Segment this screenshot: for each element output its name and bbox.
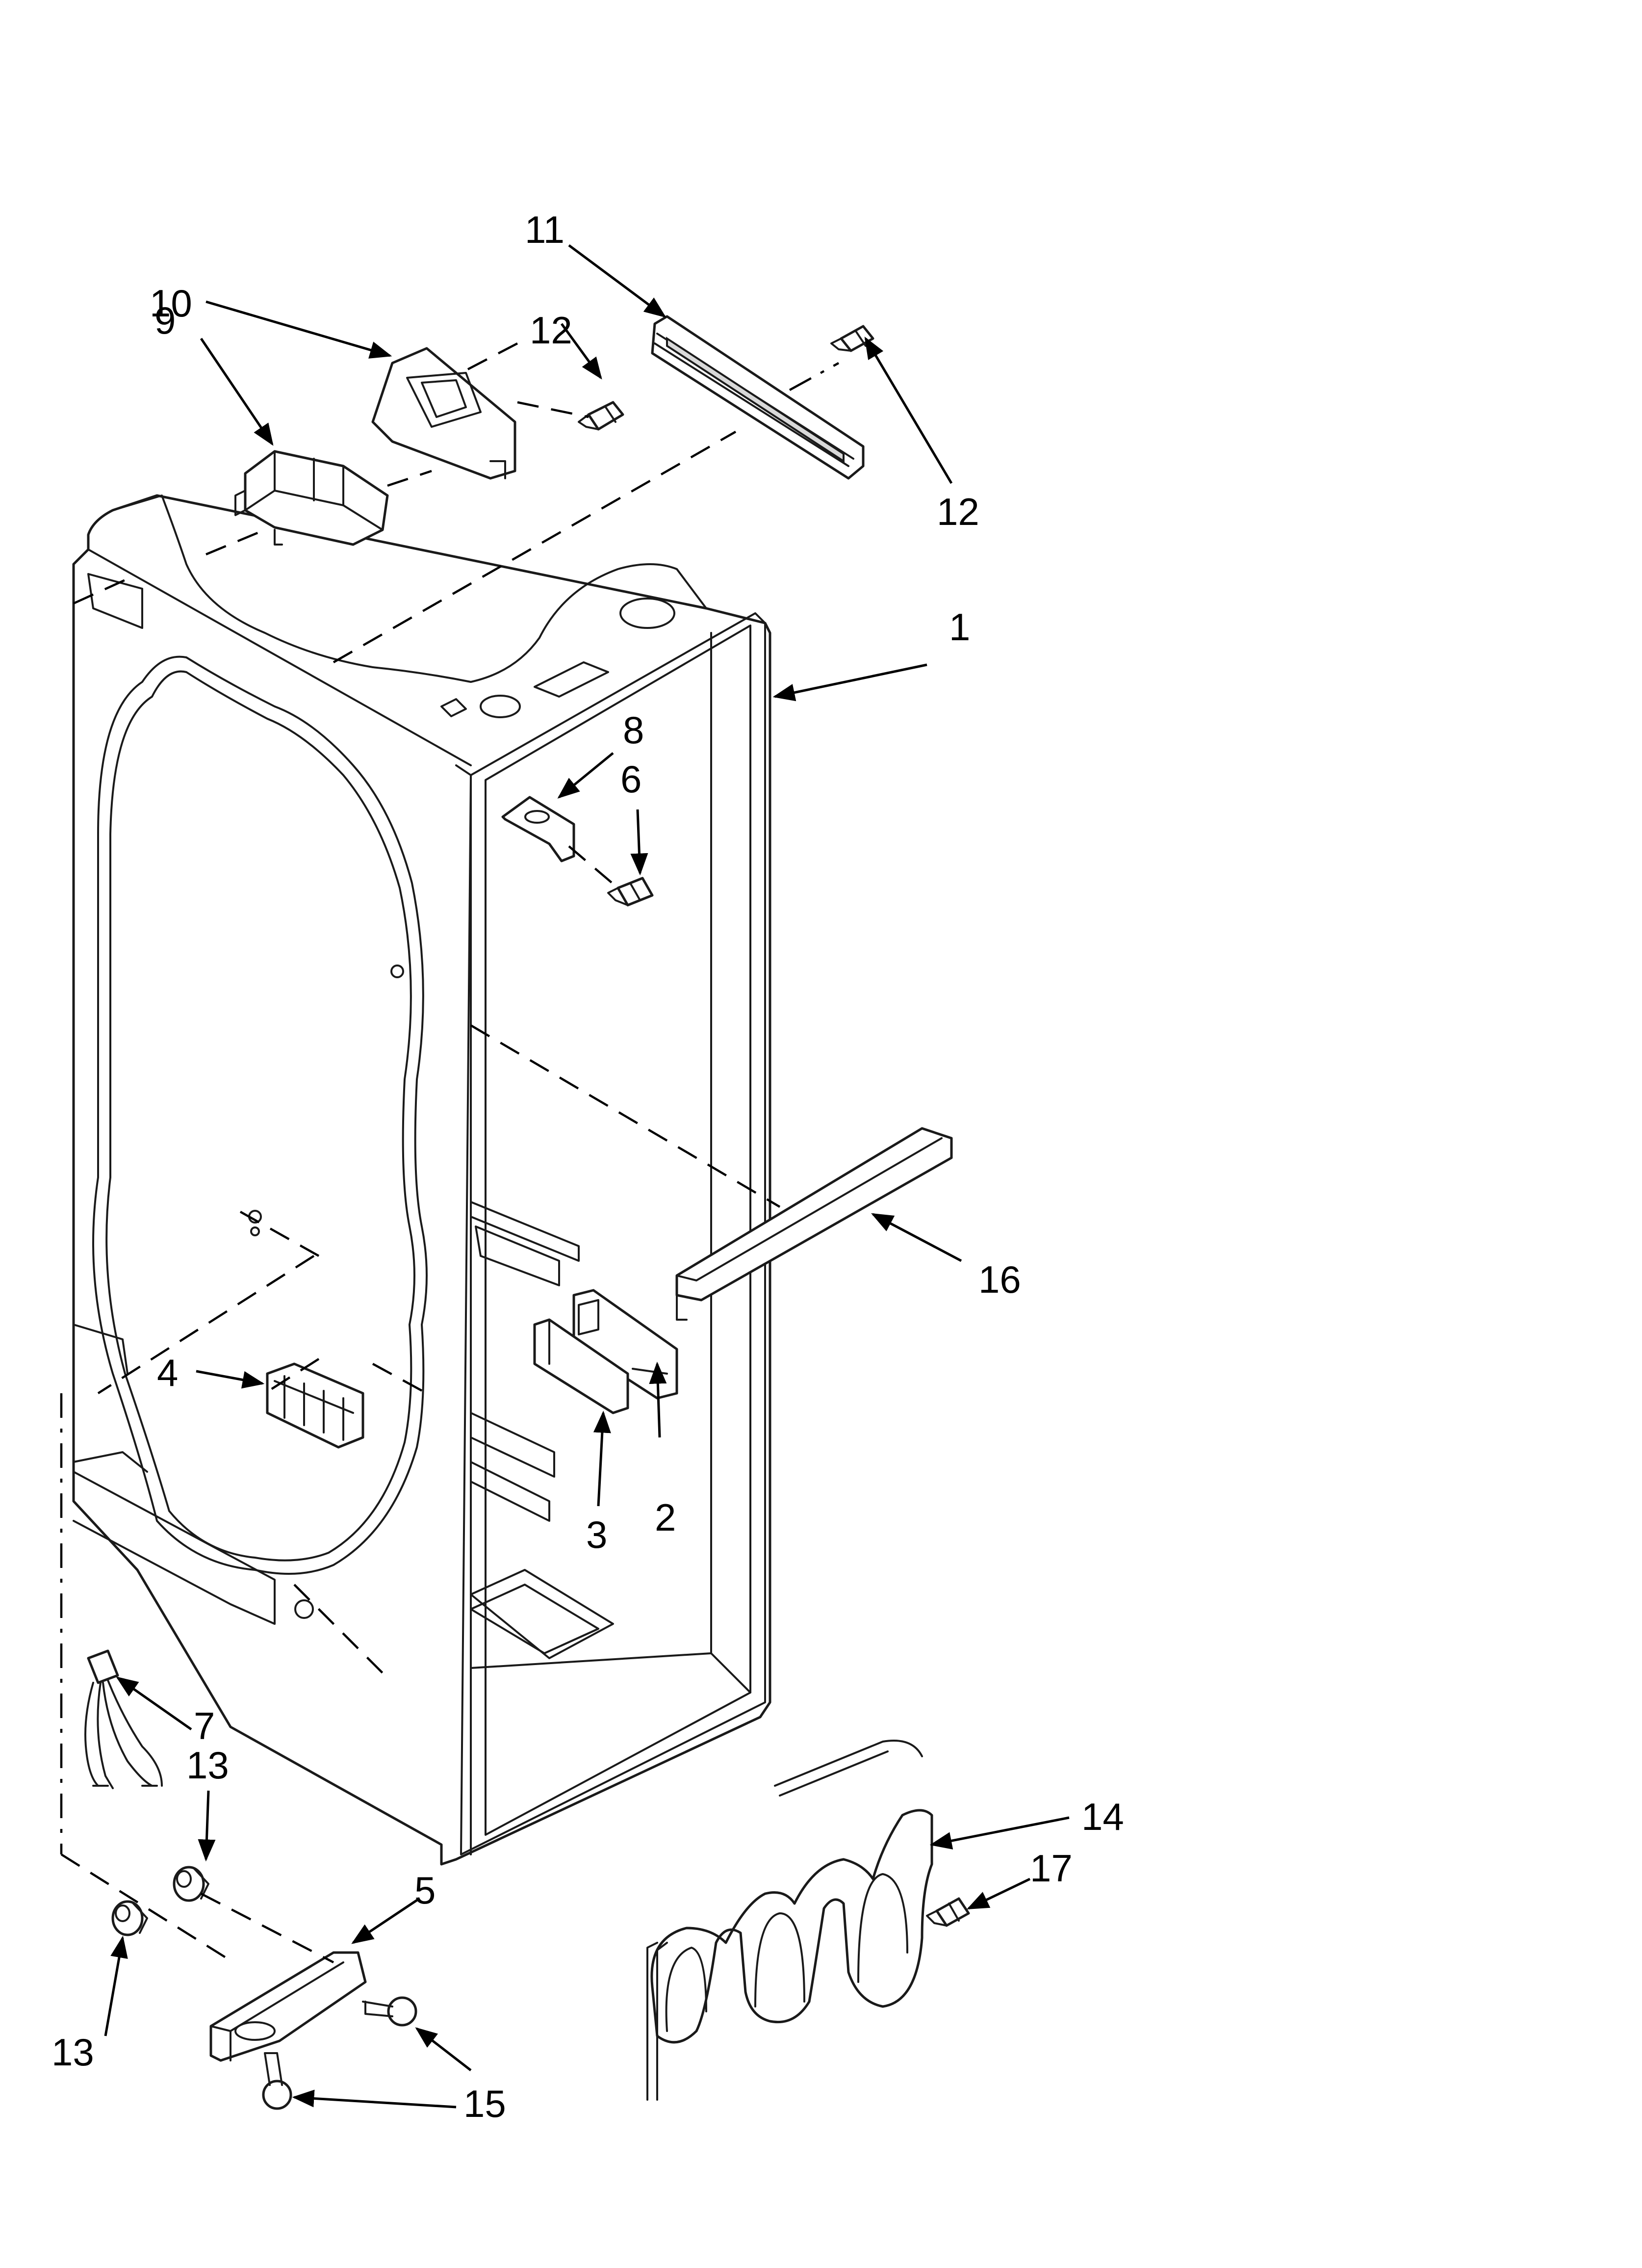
callout-5: 5 — [414, 1869, 436, 1912]
control-housing — [234, 450, 389, 546]
callout-13-upper: 13 — [186, 1744, 229, 1787]
channel-strip — [651, 315, 865, 480]
evaporator-coil-14 — [646, 1740, 933, 2101]
callout-13-lower: 13 — [51, 2031, 94, 2074]
callout-16: 16 — [978, 1258, 1021, 1301]
callout-2: 2 — [655, 1496, 676, 1539]
bracket-8 — [501, 796, 575, 862]
wiring-harness-7 — [84, 1649, 163, 1789]
assembly-lines — [60, 342, 840, 1963]
callout-12-left: 12 — [530, 309, 572, 352]
screw-12-left — [578, 401, 624, 431]
callout-12-right: 12 — [937, 490, 979, 533]
bracket-3 — [533, 1318, 629, 1414]
callout-3: 3 — [586, 1513, 607, 1556]
cabinet-liner — [72, 494, 771, 1866]
bar-16 — [675, 1127, 953, 1321]
screw-12-right — [830, 325, 874, 352]
vent-4 — [266, 1362, 364, 1449]
callout-7: 7 — [194, 1704, 215, 1747]
callout-labels: 1 2 3 4 5 6 7 8 9 10 11 12 12 13 13 14 1… — [51, 208, 1124, 2125]
cap-13-lower — [111, 1900, 148, 1936]
callout-4: 4 — [157, 1351, 178, 1394]
screw-6 — [607, 877, 654, 907]
callout-15: 15 — [463, 2082, 506, 2125]
callout-9: 9 — [154, 299, 176, 342]
screw-17 — [926, 1897, 970, 1927]
callout-1: 1 — [949, 605, 970, 649]
fastener-15-upper — [362, 1996, 417, 2027]
housing-5 — [209, 1951, 367, 2062]
control-cover-bracket — [371, 347, 516, 480]
callout-11: 11 — [525, 208, 564, 251]
leader-arrows — [104, 244, 1070, 2109]
callout-6: 6 — [620, 757, 641, 801]
callout-17: 17 — [1030, 1847, 1073, 1890]
callout-14: 14 — [1081, 1795, 1124, 1838]
fastener-15-lower — [262, 2052, 292, 2110]
callout-8: 8 — [623, 708, 644, 752]
cap-13-upper — [173, 1866, 209, 1902]
callout-10: 10 — [150, 282, 192, 325]
